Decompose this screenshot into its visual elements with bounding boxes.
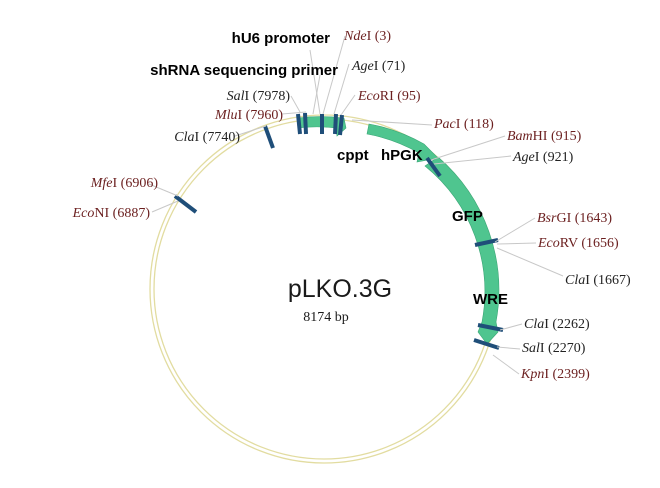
site-enzyme-italic: Eco: [537, 236, 560, 251]
site-enzyme-suffix: I (2270): [540, 341, 586, 356]
feature-label-hpgk: hPGK: [381, 147, 423, 164]
site-enzyme-suffix: I (6906): [113, 176, 159, 191]
site-enzyme-italic: Age: [512, 150, 535, 165]
site-enzyme-italic: Mfe: [90, 176, 113, 191]
site-label-clai-2262: ClaI (2262): [524, 317, 590, 332]
site-enzyme-italic: Mlu: [214, 108, 238, 123]
site-label-sali-2270: SalI (2270): [522, 341, 586, 356]
site-enzyme-suffix: I (921): [535, 150, 574, 165]
site-label-sali-7978: SalI (7978): [227, 89, 291, 104]
feature-label-gfp: GFP: [452, 208, 483, 225]
site-tick-clai-7740: [263, 125, 275, 149]
site-label-ecorv: EcoRV (1656): [537, 236, 619, 251]
plasmid-size: 8174 bp: [303, 310, 349, 325]
feature-label-cppt: cppt: [337, 147, 369, 164]
site-tick-sali-7978: [296, 113, 302, 135]
site-enzyme-italic: Cla: [524, 317, 544, 332]
feature-label-hu6-promoter: hU6 promoter: [232, 30, 331, 47]
site-label-ecori: EcoRI (95): [357, 89, 421, 104]
site-tick-ecori: [338, 114, 344, 136]
site-enzyme-italic: Nde: [343, 29, 367, 44]
site-enzyme-suffix: RV (1656): [560, 236, 619, 251]
site-enzyme-italic: Bsr: [537, 211, 557, 226]
site-enzyme-suffix: I (1667): [585, 273, 631, 288]
site-label-clai-7740: ClaI (7740): [174, 130, 240, 145]
site-enzyme-italic: Sal: [522, 341, 540, 356]
site-enzyme-italic: Eco: [72, 206, 95, 221]
site-tick-bsrgi: [474, 238, 499, 247]
site-label-mlui: MluI (7960): [214, 108, 283, 123]
site-enzyme-suffix: NI (6887): [94, 206, 150, 221]
site-enzyme-italic: Age: [351, 59, 374, 74]
site-enzyme-italic: Cla: [174, 130, 194, 145]
site-enzyme-suffix: I (3): [367, 29, 392, 44]
leader-lines: [148, 35, 564, 375]
site-enzyme-suffix: RI (95): [380, 89, 421, 104]
site-enzyme-suffix: I (7960): [238, 108, 284, 123]
site-label-ndei: NdeI (3): [343, 29, 391, 44]
site-label-bsrgi: BsrGI (1643): [537, 211, 612, 226]
site-tick-mlui: [303, 112, 308, 135]
feature-label-wre: WRE: [473, 291, 508, 308]
site-label-kpni: KpnI (2399): [520, 367, 590, 382]
site-enzyme-suffix: I (2399): [544, 367, 590, 382]
site-enzyme-suffix: I (2262): [544, 317, 590, 332]
site-enzyme-suffix: I (7740): [195, 130, 241, 145]
site-enzyme-italic: Pac: [433, 117, 457, 132]
site-enzyme-italic: Sal: [227, 89, 245, 104]
site-label-clai-1667: ClaI (1667): [565, 273, 631, 288]
site-label-agei-921: AgeI (921): [512, 150, 574, 165]
site-tick-sali-2270: [473, 338, 500, 350]
site-enzyme-suffix: HI (915): [533, 129, 582, 144]
plasmid-name: pLKO.3G: [288, 275, 392, 303]
site-label-bamhi: BamHI (915): [507, 129, 582, 144]
site-enzyme-italic: Bam: [507, 129, 533, 144]
feature-arc-gfp-wre: [424, 156, 500, 345]
feature-label-shrna-primer: shRNA sequencing primer: [150, 62, 338, 79]
site-enzyme-suffix: I (118): [456, 117, 494, 132]
site-label-mfei: MfeI (6906): [90, 176, 159, 191]
site-tick-clai-2262: [477, 323, 504, 332]
site-enzyme-suffix: GI (1643): [556, 211, 612, 226]
site-enzyme-italic: Kpn: [520, 367, 544, 382]
site-enzyme-italic: Eco: [357, 89, 380, 104]
feature-arc-cppt-hpgk: [366, 123, 439, 163]
site-enzyme-suffix: I (71): [374, 59, 406, 74]
site-label-econi: EcoNI (6887): [72, 206, 151, 221]
site-enzyme-suffix: I (7978): [245, 89, 291, 104]
site-tick-agei-71: [333, 113, 338, 135]
site-tick-agei-921: [425, 156, 442, 178]
restriction-site-labels: NdeI (3)AgeI (71)EcoRI (95)PacI (118)Bam…: [72, 29, 631, 382]
site-label-paci: PacI (118): [433, 117, 494, 132]
site-tick-econi: [173, 194, 198, 214]
site-label-agei-71: AgeI (71): [351, 59, 406, 74]
site-enzyme-italic: Cla: [565, 273, 585, 288]
